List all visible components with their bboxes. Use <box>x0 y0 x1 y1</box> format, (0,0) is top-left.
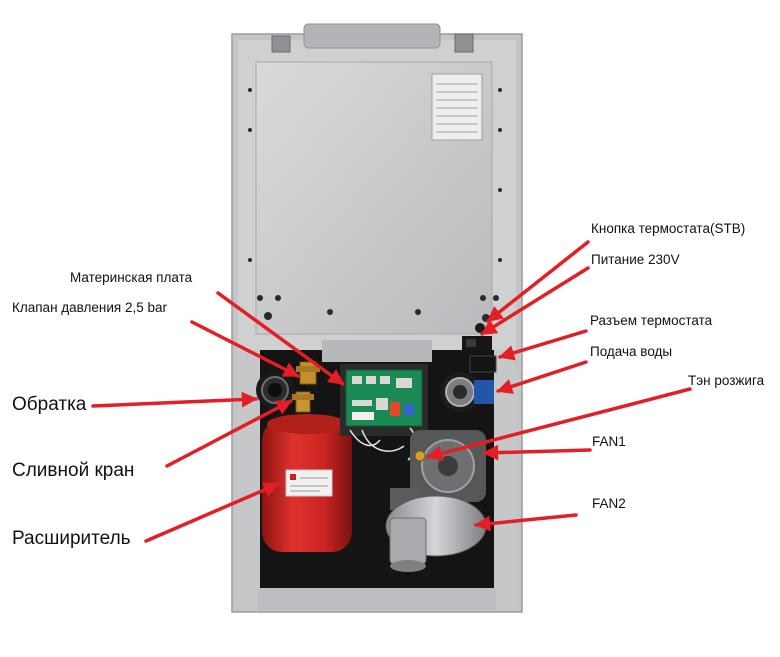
return-pipe <box>256 371 294 409</box>
water-supply-pipe <box>440 372 494 412</box>
arrow-thermostat-button <box>486 240 590 323</box>
base-plate <box>258 588 496 610</box>
arrow-thermostat-connector <box>498 329 588 361</box>
arrow-fan2 <box>474 513 578 532</box>
hinge-left <box>271 35 291 53</box>
top-handle <box>303 23 441 49</box>
label-fan1: FAN1 <box>592 434 626 449</box>
arrow-pressure-valve <box>190 320 300 378</box>
label-expansion-tank: Расширитель <box>12 528 131 549</box>
ignition-heater-component <box>414 450 426 462</box>
arrow-power <box>480 266 590 336</box>
arrow-fan1 <box>482 444 592 461</box>
power-switch <box>462 336 492 350</box>
arrow-ignition-heater <box>426 387 692 462</box>
label-thermostat-connector: Разъем термостата <box>590 313 713 328</box>
callout-arrows <box>91 240 692 543</box>
arrow-motherboard <box>216 291 345 386</box>
label-power: Питание 230V <box>591 252 680 267</box>
label-ignition-heater: Тэн розжига <box>688 373 765 388</box>
pressure-valve-component <box>296 361 320 385</box>
thermostat-connector-component <box>469 355 497 373</box>
arrow-return <box>91 391 258 408</box>
label-water-supply: Подача воды <box>590 344 673 359</box>
arrow-drain-valve <box>165 399 293 468</box>
label-pressure-valve: Клапан давления 2,5 bar <box>12 300 167 315</box>
fan1-component <box>410 430 486 502</box>
arrow-water-supply <box>496 360 588 395</box>
label-motherboard: Материнская плата <box>70 270 193 285</box>
label-thermostat-button: Кнопка термостата(STB) <box>591 221 746 236</box>
label-drain-valve: Сливной кран <box>12 460 135 481</box>
hinge-right <box>454 33 474 53</box>
label-fan2: FAN2 <box>592 496 626 511</box>
fan2-component <box>385 488 487 572</box>
arrow-expansion-tank <box>144 482 280 543</box>
label-return: Обратка <box>12 394 87 415</box>
drain-valve-component <box>292 391 314 413</box>
expansion-tank-component <box>262 414 352 552</box>
rating-sticker <box>431 73 483 141</box>
